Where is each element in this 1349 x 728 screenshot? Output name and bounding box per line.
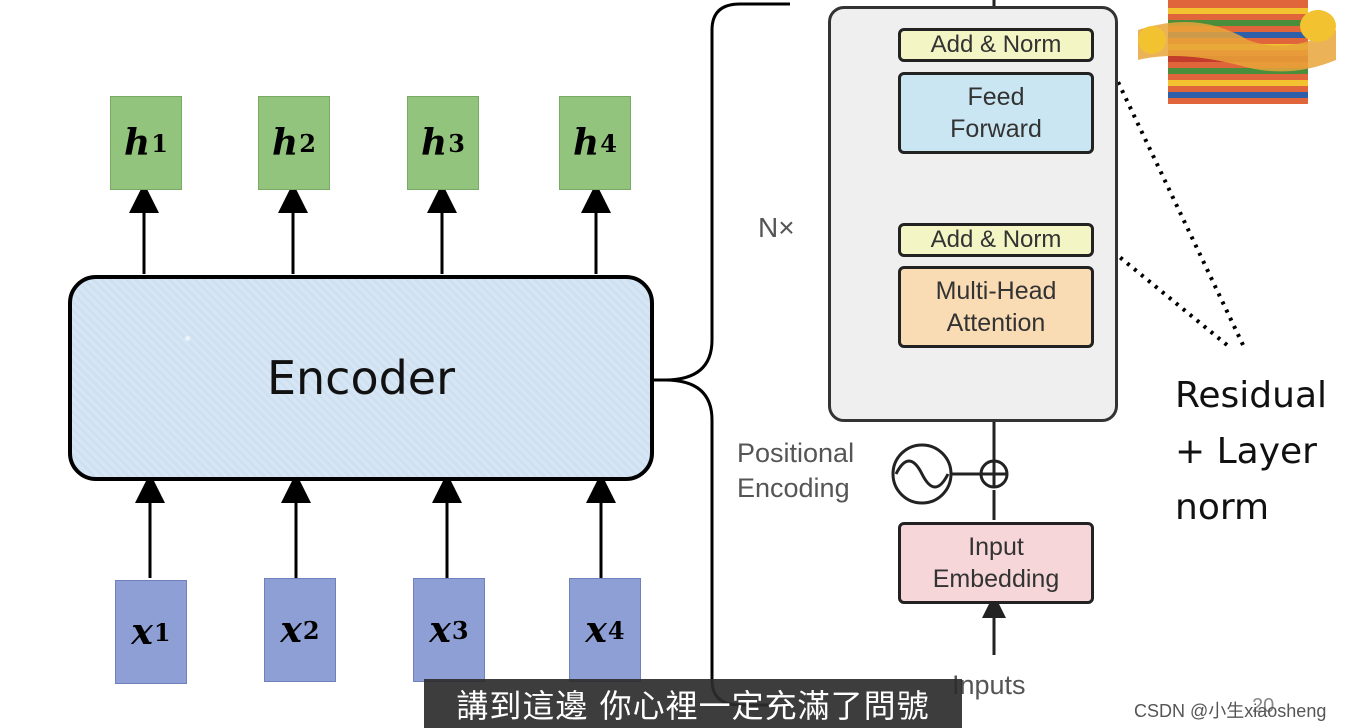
inputs-label: Inputs bbox=[952, 670, 1026, 700]
residual-layer-norm-annotation: Residual + Layer norm bbox=[1175, 375, 1328, 528]
encoder-input-arrows bbox=[135, 473, 616, 578]
nx-label: N× bbox=[758, 212, 795, 243]
transformer-layer-stack bbox=[828, 6, 1118, 422]
video-subtitle: 講到這邊 你心裡一定充滿了問號 bbox=[424, 679, 962, 728]
add-norm-bottom: Add & Norm bbox=[898, 223, 1094, 257]
add-norm-top: Add & Norm bbox=[898, 28, 1094, 62]
encoder-label: Encoder bbox=[266, 351, 456, 405]
positional-encoding-symbol bbox=[891, 443, 1009, 505]
bert-character-image bbox=[1138, 0, 1338, 104]
page-number: 20 bbox=[1252, 695, 1275, 717]
encoder-block: Encoder bbox=[68, 275, 654, 481]
residual-pointers bbox=[1098, 43, 1245, 347]
encoder-output-arrows bbox=[129, 183, 611, 274]
watermark: CSDN @小生xiaosheng bbox=[1134, 701, 1327, 721]
